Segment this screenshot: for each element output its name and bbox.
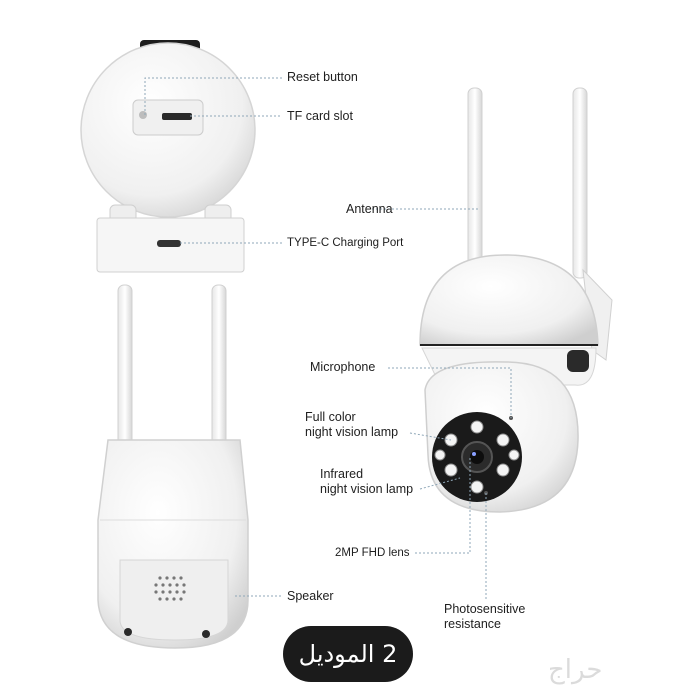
label-infrared-lamp: Infrared night vision lamp <box>320 467 413 497</box>
label-infrared-lamp-line2: night vision lamp <box>320 482 414 496</box>
camera-top-view <box>80 40 256 273</box>
watermark-logo: حراج <box>548 655 603 685</box>
label-full-color-lamp-line1: Full color <box>305 410 356 424</box>
camera-front-view <box>419 87 613 513</box>
label-full-color-lamp: Full color night vision lamp <box>305 410 398 440</box>
label-antenna: Antenna <box>346 202 393 216</box>
label-photosensitive: Photosensitive resistance <box>444 602 525 632</box>
label-speaker: Speaker <box>287 589 334 603</box>
label-full-color-lamp-line2: night vision lamp <box>305 425 399 439</box>
camera-back-view <box>97 284 249 649</box>
model-badge: 2 الموديل <box>283 626 413 682</box>
label-photosensitive-line2: resistance <box>444 617 501 631</box>
label-lens: 2MP FHD lens <box>335 547 410 559</box>
leader-lines <box>144 77 512 600</box>
label-tf-card-slot: TF card slot <box>287 109 353 123</box>
label-microphone: Microphone <box>310 360 376 374</box>
label-photosensitive-line1: Photosensitive <box>444 602 526 616</box>
label-reset-button: Reset button <box>287 70 358 84</box>
label-type-c-port: TYPE-C Charging Port <box>287 237 404 249</box>
label-infrared-lamp-line1: Infrared <box>320 467 364 481</box>
